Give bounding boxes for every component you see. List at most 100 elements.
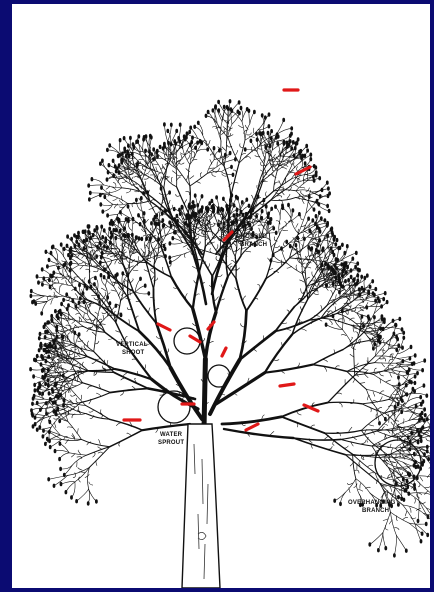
bud-mark [346,244,349,248]
bud-mark [147,291,150,295]
bud-mark [223,105,226,109]
bud-mark [60,242,63,246]
branch-stroke [426,438,430,441]
bud-mark [123,233,126,237]
branch-stroke [145,219,148,223]
bud-mark [217,108,220,112]
bud-mark [51,387,54,391]
branch-stroke [368,341,386,343]
bud-mark [54,449,57,453]
bud-mark [51,245,54,249]
branch-stroke [79,318,80,323]
bud-mark [275,231,278,235]
branch-stroke [196,182,201,184]
bud-mark [206,147,209,151]
bud-mark [374,299,377,303]
bud-mark [46,264,49,268]
branch-stroke [85,475,89,478]
branch-stroke [398,359,414,364]
bud-mark [109,221,112,225]
diagram-labels: CROSSED BRANCH VERTICAL SHOOT WATER SPRO… [116,234,396,514]
branch-stroke [90,277,94,280]
branch-stroke [382,363,385,367]
branch-stroke [364,374,368,378]
branch-stroke [73,356,78,358]
branch-stroke [154,250,157,254]
branch-stroke [69,453,86,455]
branch-stroke [349,427,352,431]
bud-mark [421,532,424,536]
branch-stroke [304,231,309,233]
bud-mark [126,273,129,277]
bud-mark [45,412,48,416]
branch-stroke [81,439,109,446]
bud-mark [63,473,66,477]
bud-mark [236,208,239,212]
bud-mark [211,199,214,203]
bud-mark [140,237,143,241]
branch-stroke [135,279,140,292]
branch-stroke [386,380,391,382]
branch-stroke [208,264,210,269]
branch-stroke [186,176,188,181]
bud-mark [250,139,253,143]
bud-mark [236,196,239,200]
branch-stroke [279,181,281,186]
bud-mark [326,223,329,227]
bud-mark [52,271,55,275]
bud-mark [106,213,109,217]
bud-mark [100,273,103,277]
bud-mark [270,136,273,140]
bud-mark [421,411,424,415]
bud-mark [62,298,65,302]
bud-mark [166,129,169,133]
branch-stroke [325,433,353,454]
branch-stroke [296,190,311,192]
bud-mark [268,124,271,128]
bud-mark [170,224,173,228]
bud-mark [309,247,312,251]
bud-mark [410,345,413,349]
branch-stroke [81,393,111,403]
branch-stroke [232,243,236,246]
branch-stroke [123,373,127,376]
branch-stroke [310,425,314,428]
bud-mark [396,337,399,341]
bud-mark [270,129,273,133]
branch-stroke [98,440,100,445]
branch-stroke [300,280,305,282]
bud-mark [173,207,176,211]
bud-mark [137,213,140,217]
bud-mark [241,200,244,204]
bud-mark [332,314,335,318]
bud-mark [420,439,423,443]
branch-stroke [103,315,104,320]
branch-stroke [125,336,127,341]
branch-stroke [321,305,322,310]
bud-mark [253,110,256,114]
branch-stroke [234,247,237,251]
bud-mark [60,482,63,486]
branch-stroke [226,246,228,277]
branch-stroke [81,395,82,400]
bud-mark [402,336,405,340]
bud-mark [223,221,226,225]
label-overhanging-branch-2: BRANCH [362,508,389,514]
bud-mark [144,149,147,153]
bud-mark [103,228,106,232]
bud-mark [89,191,92,195]
branch-stroke [71,347,76,348]
branch-stroke [388,467,401,482]
bud-mark [235,219,238,223]
bud-mark [283,140,286,144]
bud-mark [372,291,375,295]
branch-stroke [275,182,279,184]
branch-stroke [124,250,126,255]
branch-stroke [418,501,419,521]
branch-stroke [61,465,73,469]
branch-stroke [78,311,87,323]
branch-stroke [409,523,426,524]
branch-stroke [146,137,149,151]
branch-stroke [115,260,117,264]
branch-stroke [221,141,224,166]
